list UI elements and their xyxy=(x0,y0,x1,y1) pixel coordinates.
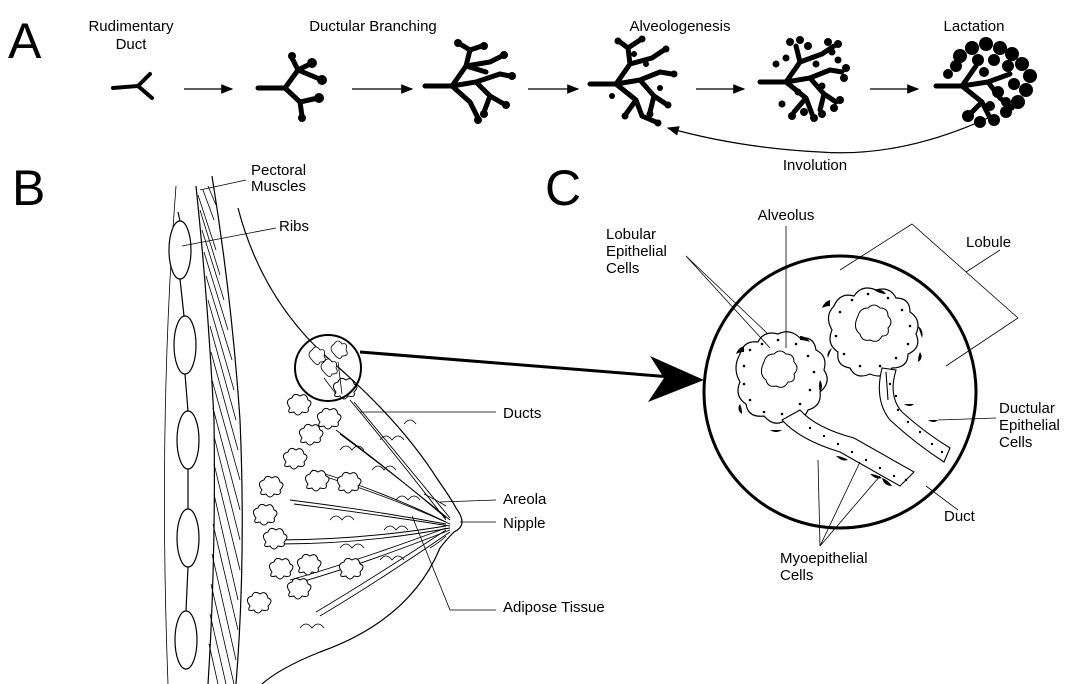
lactation-label: Lactation xyxy=(944,18,1005,35)
adipose-label: Adipose Tissue xyxy=(503,599,605,616)
magnify-arrow xyxy=(360,352,684,378)
lobular-label-2: Epithelial xyxy=(606,243,667,260)
involution-label: Involution xyxy=(783,157,847,174)
lobular-label-3: Cells xyxy=(606,260,639,277)
myoepithelial-label-2: Cells xyxy=(780,567,813,584)
left-alveolus xyxy=(736,332,827,432)
alveologenesis-label: Alveologenesis xyxy=(630,18,731,35)
rudimentary-duct-label-1: Rudimentary xyxy=(88,18,174,35)
ribs-leader xyxy=(182,228,276,246)
lobule-clusters xyxy=(247,378,363,613)
myoepithelial-leader xyxy=(818,460,880,546)
ducts-label: Ducts xyxy=(503,405,541,422)
duct-label: Duct xyxy=(944,508,976,525)
ribs-label: Ribs xyxy=(279,218,309,235)
lobular-label-1: Lobular xyxy=(606,226,656,243)
pectoral-label-1: Pectoral xyxy=(251,162,306,179)
ductular-label-2: Epithelial xyxy=(999,417,1060,434)
adipose-scallops xyxy=(300,420,420,628)
ductular-branching-label: Ductular Branching xyxy=(309,18,437,35)
duct-leader xyxy=(926,486,958,510)
alveologenesis-stage-2 xyxy=(760,36,850,122)
lobular-leader xyxy=(686,256,770,348)
panel-c-letter: C xyxy=(545,160,581,216)
rudimentary-duct-drawing xyxy=(113,74,152,98)
ductular-label-1: Ductular xyxy=(999,400,1055,417)
panel-a-letter: A xyxy=(8,13,42,69)
pectoral-leader xyxy=(200,180,246,190)
breast-outline xyxy=(238,208,462,684)
magnify-arrow-head xyxy=(648,356,704,402)
pectoral-label-2: Muscles xyxy=(251,178,306,195)
lobule-leader xyxy=(966,250,1000,272)
ductular-leader xyxy=(938,418,996,420)
ductular-label-3: Cells xyxy=(999,434,1032,451)
ductular-branching-stage-2 xyxy=(425,39,516,124)
ductular-branching-stage-1 xyxy=(258,52,327,122)
alveologenesis-stage-1 xyxy=(590,36,678,127)
areola-label: Areola xyxy=(503,491,547,508)
rudimentary-duct-label-2: Duct xyxy=(116,36,148,53)
myoepithelial-label-1: Myoepithelial xyxy=(780,550,868,567)
nipple-label: Nipple xyxy=(503,515,546,532)
pectoral-muscle-hatching xyxy=(198,186,240,684)
lactation-stage xyxy=(936,37,1037,128)
lobule-label: Lobule xyxy=(966,234,1011,251)
panel-a: A Rudimentary Duct Ductular Branching Al… xyxy=(8,13,1037,174)
panel-b-letter: B xyxy=(12,160,45,216)
areola-leader xyxy=(440,500,496,502)
panel-b: B xyxy=(12,160,704,684)
involution-arrow xyxy=(668,118,988,153)
right-alveolus xyxy=(822,288,923,376)
adipose-leader xyxy=(412,516,496,610)
ribs-drawing xyxy=(169,212,199,669)
alveolus-label: Alveolus xyxy=(758,207,815,224)
